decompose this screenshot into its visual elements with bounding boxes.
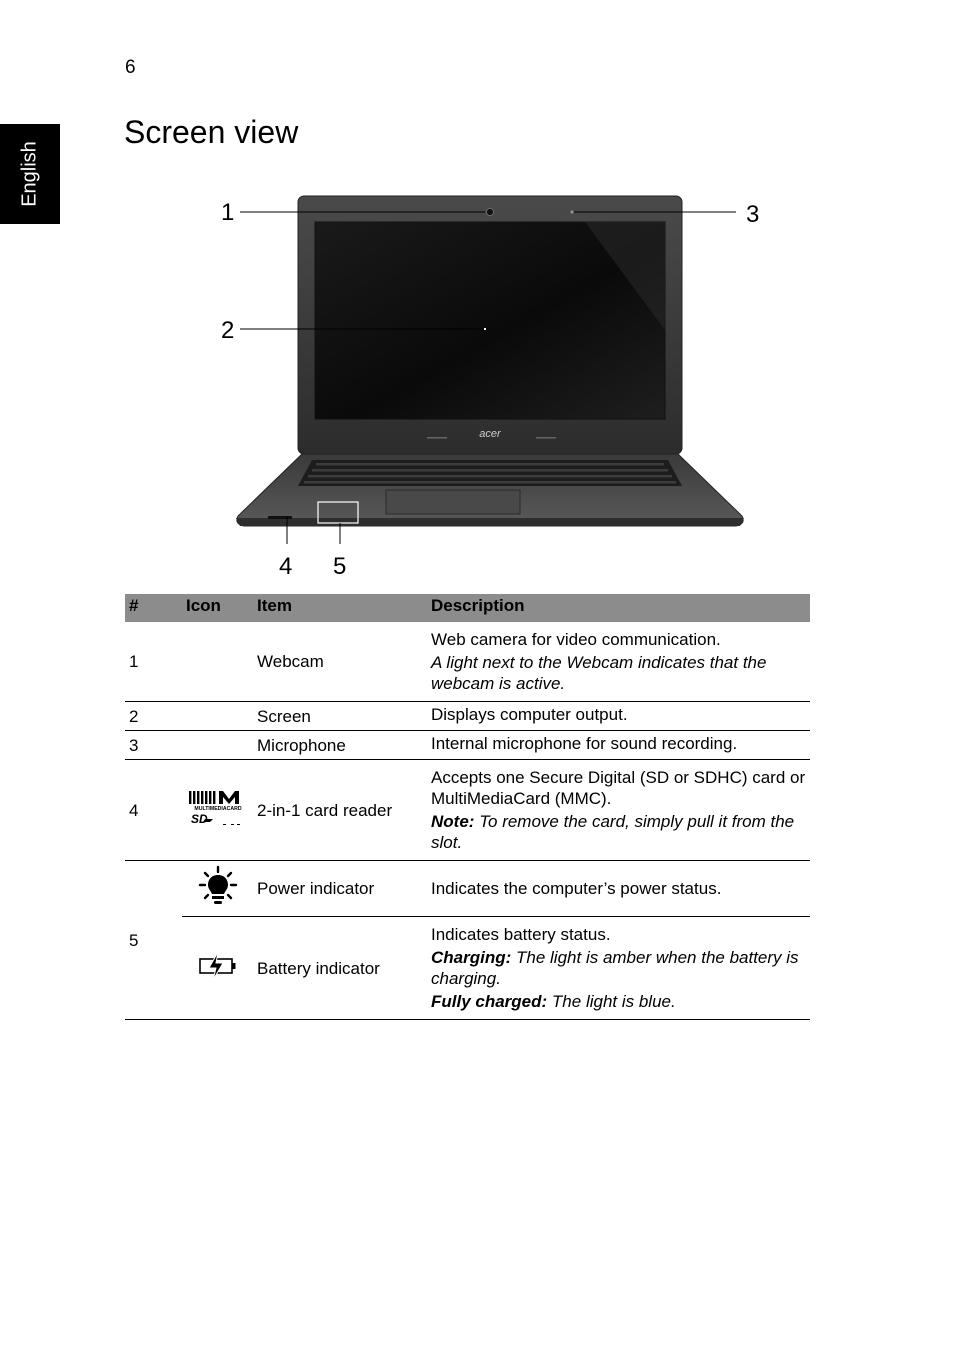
acer-logo: acer (479, 428, 502, 440)
description-text: Internal microphone for sound recording. (431, 734, 738, 753)
row-icon-empty (182, 622, 253, 702)
laptop-display (314, 221, 666, 420)
header-num: # (125, 594, 182, 622)
charging-text: The light is amber when the battery is c… (431, 948, 799, 988)
note-text: To remove the card, simply pull it from … (431, 812, 795, 852)
callout-1: 1 (221, 199, 234, 226)
table-header-row: # Icon Item Description (125, 594, 810, 622)
charging-label: Charging: (431, 948, 512, 967)
language-tab: English (0, 124, 60, 224)
row-item: Power indicator (253, 860, 427, 917)
laptop-screen-view-figure: acer 1 2 3 4 5 (180, 180, 800, 580)
card-reader-slot (268, 516, 292, 519)
laptop-illustration: acer 1 2 3 4 5 (221, 195, 759, 580)
row-description: Internal microphone for sound recording. (427, 730, 810, 760)
fully-charged-text: The light is blue. (551, 992, 676, 1011)
fully-charged-label: Fully charged: (431, 992, 548, 1011)
battery-charging-icon (182, 916, 253, 1020)
description-text: Displays computer output. (431, 705, 628, 724)
callout-4: 4 (279, 553, 292, 580)
touchpad (385, 489, 521, 515)
sd-mmc-card-icon: MULTIMEDIACARD SD (188, 790, 241, 826)
description-text: Indicates battery status. (431, 925, 611, 944)
table-row: 3 Microphone Internal microphone for sou… (125, 730, 810, 760)
table-row: 5 Power indicator Indicates the computer (125, 860, 810, 1020)
svg-text:MULTIMEDIACARD: MULTIMEDIACARD (194, 806, 241, 812)
row-item: Webcam (253, 622, 427, 702)
keyboard (298, 460, 682, 486)
row-description: Accepts one Secure Digital (SD or SDHC) … (427, 759, 810, 861)
row-description: Web camera for video communication. A li… (427, 622, 810, 702)
webcam-lens (486, 208, 494, 216)
table-row: Battery indicator Indicates battery stat… (125, 916, 810, 1020)
row-description: Displays computer output. (427, 701, 810, 731)
row-description: Indicates battery status. Charging: The … (427, 916, 810, 1020)
indicator-lights-box (317, 501, 359, 524)
description-note: Note: To remove the card, simply pull it… (431, 811, 806, 853)
row-icon-empty (182, 701, 253, 731)
row-item: Microphone (253, 730, 427, 760)
row-item: Battery indicator (253, 916, 427, 1020)
row-number: 1 (125, 622, 182, 702)
svg-text:SD: SD (191, 812, 208, 826)
row-description: Indicates the computer’s power status. (427, 860, 810, 917)
callout-2: 2 (221, 317, 234, 344)
description-text: Accepts one Secure Digital (SD or SDHC) … (431, 768, 806, 808)
power-indicator-icon (182, 860, 253, 917)
page-number: 6 (125, 57, 136, 78)
callout-3: 3 (746, 201, 759, 228)
header-icon: Icon (182, 594, 253, 622)
row-icon-empty (182, 730, 253, 760)
battery-charging-icon (198, 951, 235, 980)
description-text: Web camera for video communication. (431, 630, 721, 649)
description-text: Indicates the computer’s power status. (431, 879, 722, 898)
callout-5: 5 (333, 553, 346, 580)
table-row: 4 MULTIMEDIACARD SD 2-in-1 card r (125, 759, 810, 861)
header-item: Item (253, 594, 427, 622)
row-item: 2-in-1 card reader (253, 759, 427, 861)
row-number: 2 (125, 701, 182, 731)
page-title: Screen view (124, 114, 299, 150)
microphone-hole (570, 210, 574, 214)
language-tab-label: English (18, 141, 41, 207)
fully-charged-note: Fully charged: The light is blue. (431, 991, 806, 1012)
row-number: 3 (125, 730, 182, 760)
row-number: 4 (125, 759, 182, 861)
charging-note: Charging: The light is amber when the ba… (431, 947, 806, 989)
note-label: Note: (431, 812, 475, 831)
power-indicator-icon (198, 865, 237, 904)
sd-mmc-card-icon: MULTIMEDIACARD SD (182, 759, 253, 861)
description-note: A light next to the Webcam indicates tha… (431, 653, 767, 693)
row-number: 5 (125, 860, 182, 1020)
row-item: Screen (253, 701, 427, 731)
table-row: 1 Webcam Web camera for video communicat… (125, 622, 810, 702)
table-row: 2 Screen Displays computer output. (125, 701, 810, 731)
header-description: Description (427, 594, 810, 622)
screen-view-table: # Icon Item Description 1 Webcam Web cam… (125, 594, 810, 1020)
